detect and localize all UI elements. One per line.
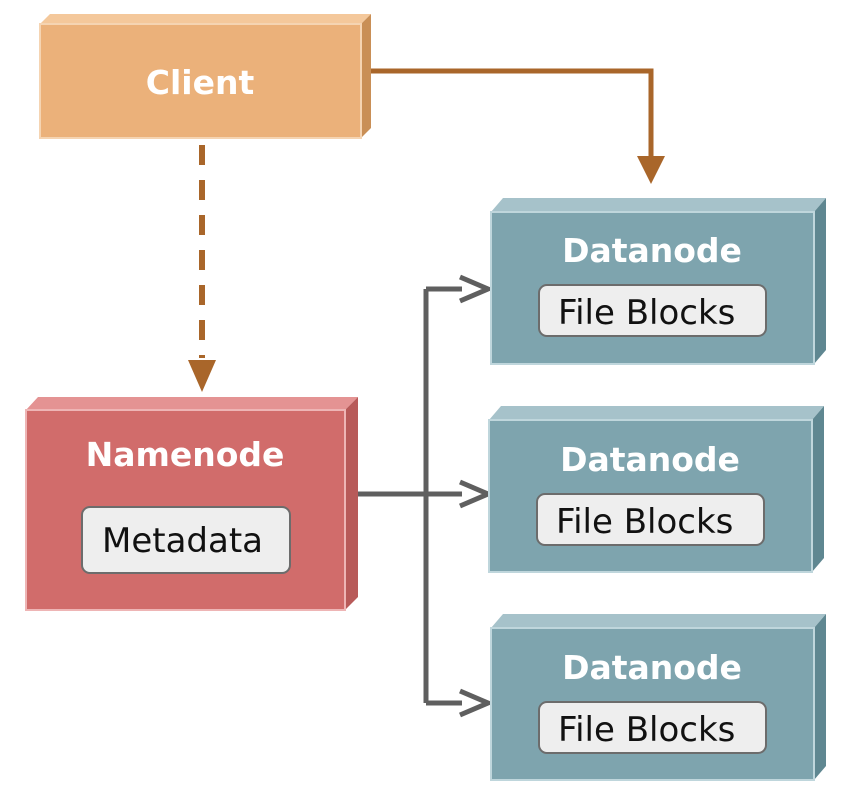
metadata-chip [81,506,291,574]
namenode-title: Namenode [86,435,285,474]
datanode-3-title: Datanode [562,648,742,687]
client-node: Client [39,14,371,139]
client-title: Client [146,63,255,102]
client-to-datanode-arrow [371,68,665,184]
datanode-2: Datanode File Blocks [488,406,824,573]
datanode-1-title: Datanode [562,231,742,270]
datanode-3: Datanode File Blocks [490,614,826,781]
datanode-1-file-blocks-label: File Blocks [558,293,735,333]
namenode-to-datanodes-arrows [358,274,495,718]
datanode-3-file-blocks-label: File Blocks [558,710,735,750]
datanode-1: Datanode File Blocks [490,198,826,365]
datanode-2-file-blocks-chip [536,493,765,546]
metadata-label: Metadata [102,521,263,561]
datanode-1-file-blocks-chip [538,284,767,337]
datanode-2-title: Datanode [560,440,740,479]
client-to-namenode-arrow [188,145,216,392]
namenode-node: Namenode Metadata [25,397,358,611]
datanode-3-file-blocks-chip [538,701,767,754]
datanode-2-file-blocks-label: File Blocks [556,502,733,542]
